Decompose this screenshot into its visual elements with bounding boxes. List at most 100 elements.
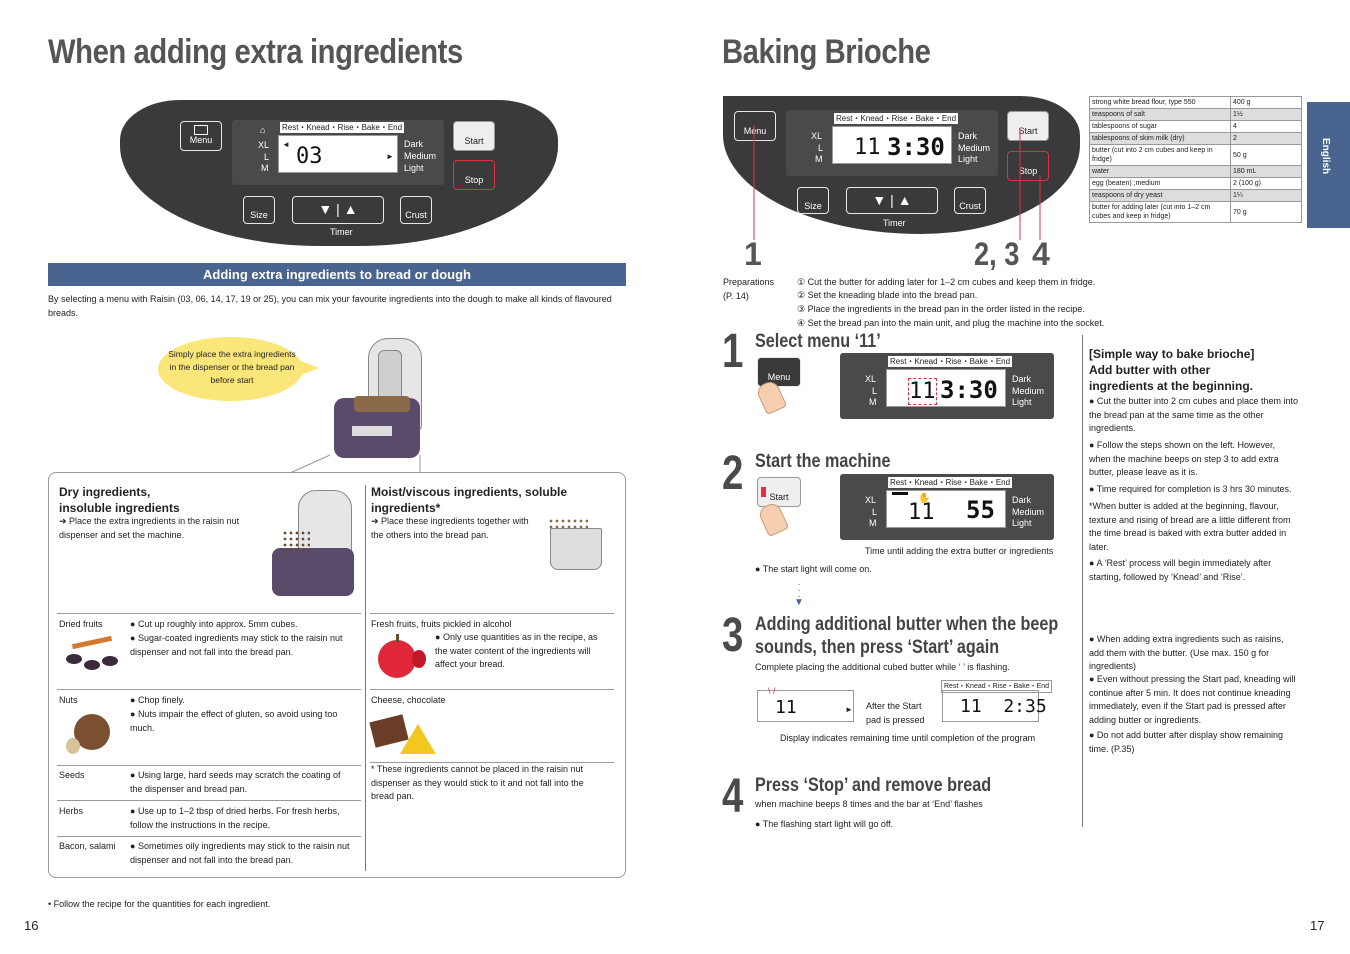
step3-after-label: After the Start pad is pressed — [866, 701, 925, 725]
step-2-number: 2 — [722, 447, 744, 500]
stop-button[interactable]: Stop — [453, 160, 495, 190]
dry-row-name: Seeds — [59, 770, 85, 780]
book-icon — [194, 125, 208, 135]
dry-row-note: ● Nuts impair the effect of gluten, so a… — [130, 709, 338, 733]
side-bullet: ● Cut the butter into 2 cm cubes and pla… — [1089, 396, 1299, 433]
recipe-qty: 2 (100 g) — [1230, 177, 1302, 190]
size-l: L — [264, 152, 270, 162]
crust-dark: Dark — [1012, 374, 1032, 384]
size-button-right[interactable]: Size — [797, 187, 829, 214]
note-text: Cut up roughly into approx. 5mm cubes. — [137, 619, 298, 629]
stop-button-right[interactable]: Stop — [1007, 151, 1049, 181]
moist-text: ➜ Place these ingredients together with … — [371, 516, 529, 540]
recipe-item: water — [1089, 165, 1231, 178]
bread-pan-image — [544, 518, 608, 570]
menu-button-right[interactable]: Menu — [734, 111, 776, 141]
lcd-screen — [278, 135, 398, 173]
timer-arrows-button[interactable]: ▼ | ▲ — [292, 196, 384, 224]
prep-item: ① Cut the butter for adding later for 1–… — [797, 277, 1096, 287]
row-rule — [57, 836, 361, 837]
recipe-item: teaspoons of salt — [1089, 108, 1231, 121]
dry-row-name: Herbs — [59, 806, 84, 816]
size-l: L — [872, 386, 878, 396]
step3-display-after — [942, 690, 1039, 722]
recipe-item: strong white bread flour, type 550 — [1089, 96, 1231, 109]
size-m: M — [869, 518, 877, 528]
stage-labels: Rest・Knead・Rise・Bake・End — [834, 113, 959, 124]
menu-button[interactable]: Menu — [180, 121, 222, 151]
dry-row-name: Dried fruits — [59, 619, 103, 629]
recipe-qty: 4 — [1230, 120, 1302, 133]
row-rule — [57, 613, 361, 614]
step4-desc: when machine beeps 8 times and the bar a… — [755, 799, 983, 809]
stage-labels: Rest・Knead・Rise・Bake・End — [280, 122, 405, 133]
prep-item: ③ Place the ingredients in the bread pan… — [797, 304, 1085, 314]
size-xl: XL — [258, 140, 270, 150]
recipe-row: tablespoons of skim milk (dry)2 — [1089, 132, 1302, 145]
size-m: M — [815, 154, 823, 164]
lcd-screen — [832, 126, 952, 164]
prep-item: ④ Set the bread pan into the main unit, … — [797, 318, 1105, 328]
size-l: L — [872, 507, 878, 517]
dry-title: Dry ingredients, insoluble ingredients — [59, 485, 180, 515]
crust-button-label: Crust — [405, 210, 427, 220]
crust-button-right[interactable]: Crust — [954, 187, 986, 214]
note-text: Nuts impair the effect of gluten, so avo… — [130, 709, 338, 733]
arrow-left-icon: ◄ — [282, 140, 290, 149]
callout-1: 1 — [744, 236, 762, 272]
speech-bubble — [158, 337, 303, 401]
crust-medium: Medium — [1012, 386, 1045, 396]
recipe-qty: 1¼ — [1230, 189, 1302, 202]
crust-light: Light — [404, 163, 424, 173]
step1-menu-value: 11 — [908, 378, 937, 405]
callout-lines — [289, 454, 421, 474]
stage-labels: Rest・Knead・Rise・Bake・End — [941, 680, 1053, 693]
start-label: Start — [769, 492, 789, 502]
dry-row-note: ● Sometimes oily ingredients may stick t… — [130, 841, 350, 865]
start-button-right[interactable]: Start — [1007, 111, 1049, 141]
timer-label: Timer — [330, 227, 353, 237]
crust-dark: Dark — [958, 131, 978, 141]
crust-button[interactable]: Crust — [400, 196, 432, 224]
nuts-image — [64, 712, 120, 756]
size-m: M — [261, 163, 269, 173]
stage-labels: Rest・Knead・Rise・Bake・End — [888, 356, 1013, 367]
crust-dark: Dark — [404, 139, 424, 149]
dry-row-note: ● Use up to 1–2 tbsp of dried herbs. For… — [130, 806, 340, 830]
side-title: [Simple way to bake brioche] Add butter … — [1089, 347, 1255, 393]
intro-text: By selecting a menu with Raisin (03, 06,… — [48, 294, 612, 318]
column-divider — [1082, 335, 1083, 827]
size-button-label: Size — [804, 201, 822, 211]
right-page-title: Baking Brioche — [722, 33, 931, 71]
dry-text: ➜ Place the extra ingredients in the rai… — [59, 516, 240, 540]
side-note: *When butter is added at the beginning, … — [1089, 501, 1291, 552]
size-button[interactable]: Size — [243, 196, 275, 224]
moist-row-name: Cheese, chocolate — [371, 695, 446, 705]
note-text: Use up to 1–2 tbsp of dried herbs. For f… — [130, 806, 340, 830]
step4-note: ● The flashing start light will go off. — [755, 819, 894, 829]
step3-desc: Complete placing the additional cubed bu… — [755, 662, 1010, 672]
step-2-title: Start the machine — [755, 451, 891, 472]
timer-arrows-button-right[interactable]: ▼ | ▲ — [846, 187, 938, 214]
language-tab-label: English — [1320, 138, 1331, 175]
recipe-item: teaspoons of dry yeast — [1089, 189, 1231, 202]
lcd-screen — [886, 369, 1006, 407]
recipe-qty: 70 g — [1230, 201, 1302, 223]
side-bullet-2: ● When adding extra ingredients such as … — [1089, 634, 1284, 671]
recipe-row: butter for adding later (cut into 1–2 cm… — [1089, 201, 1302, 223]
stop-button-label: Stop — [1018, 166, 1038, 176]
menu-button-label: Menu — [743, 126, 767, 136]
lock-icon: ⌂ — [260, 125, 266, 135]
start-button[interactable]: Start — [453, 121, 495, 151]
step3-after-value: 11 2:35 — [960, 696, 1047, 717]
lcd-screen — [886, 490, 1006, 528]
arrow-right-icon: ► — [845, 705, 853, 714]
step2-time-value: 55 — [966, 496, 995, 524]
arrow-right-icon: ► — [386, 152, 394, 161]
language-tab[interactable]: English — [1307, 102, 1350, 228]
bubble-text: Simply place the extra ingredients in th… — [168, 349, 296, 385]
